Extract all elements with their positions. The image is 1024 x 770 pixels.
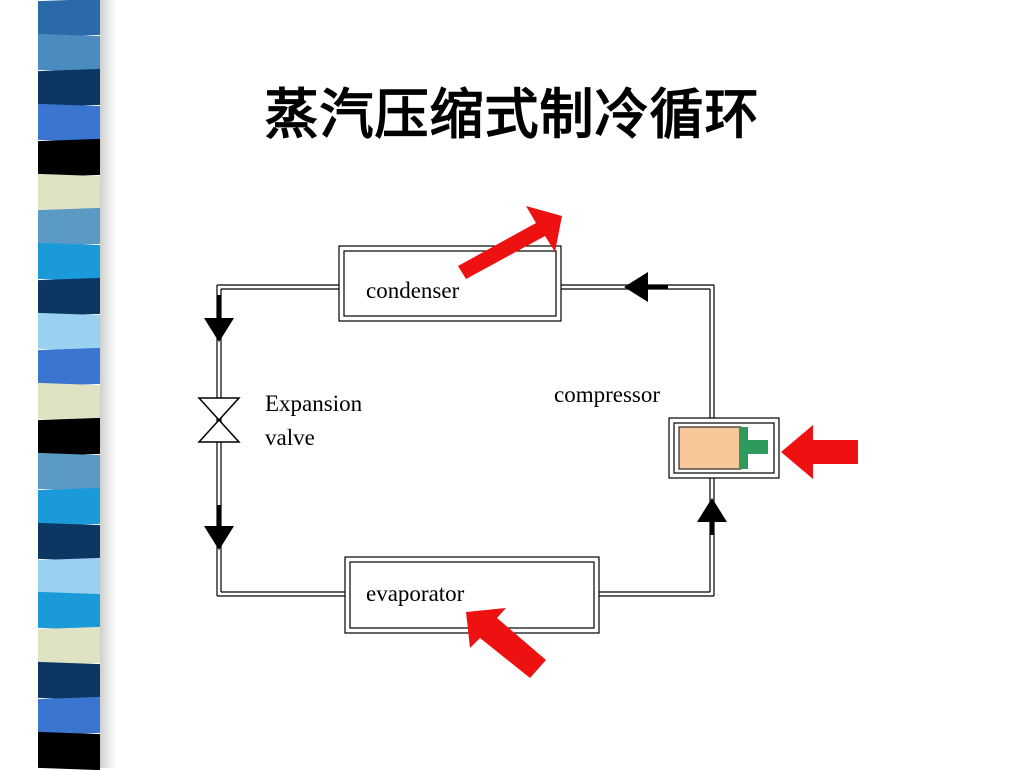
expansion-label-line1: Expansion — [265, 391, 363, 416]
evaporator-label: evaporator — [366, 581, 465, 606]
piston-rod — [746, 440, 768, 454]
red-arrow-up-left-icon — [466, 608, 546, 678]
piston-body — [678, 426, 742, 470]
red-arrow-up-right-icon — [458, 206, 562, 279]
stripe-shadow — [100, 0, 116, 768]
red-arrow-left-icon — [781, 425, 858, 479]
condenser-box — [338, 245, 562, 322]
piston-head — [739, 427, 748, 469]
slide-title: 蒸汽压缩式制冷循环 — [264, 83, 760, 146]
compressor-label: compressor — [554, 382, 660, 407]
condenser-label: condenser — [366, 278, 460, 303]
valve-icon — [197, 397, 241, 443]
flow-arrows — [204, 272, 727, 550]
expansion-label-line2: valve — [265, 425, 315, 450]
decorative-stripe — [0, 0, 118, 770]
compressor-cylinder — [668, 417, 780, 479]
